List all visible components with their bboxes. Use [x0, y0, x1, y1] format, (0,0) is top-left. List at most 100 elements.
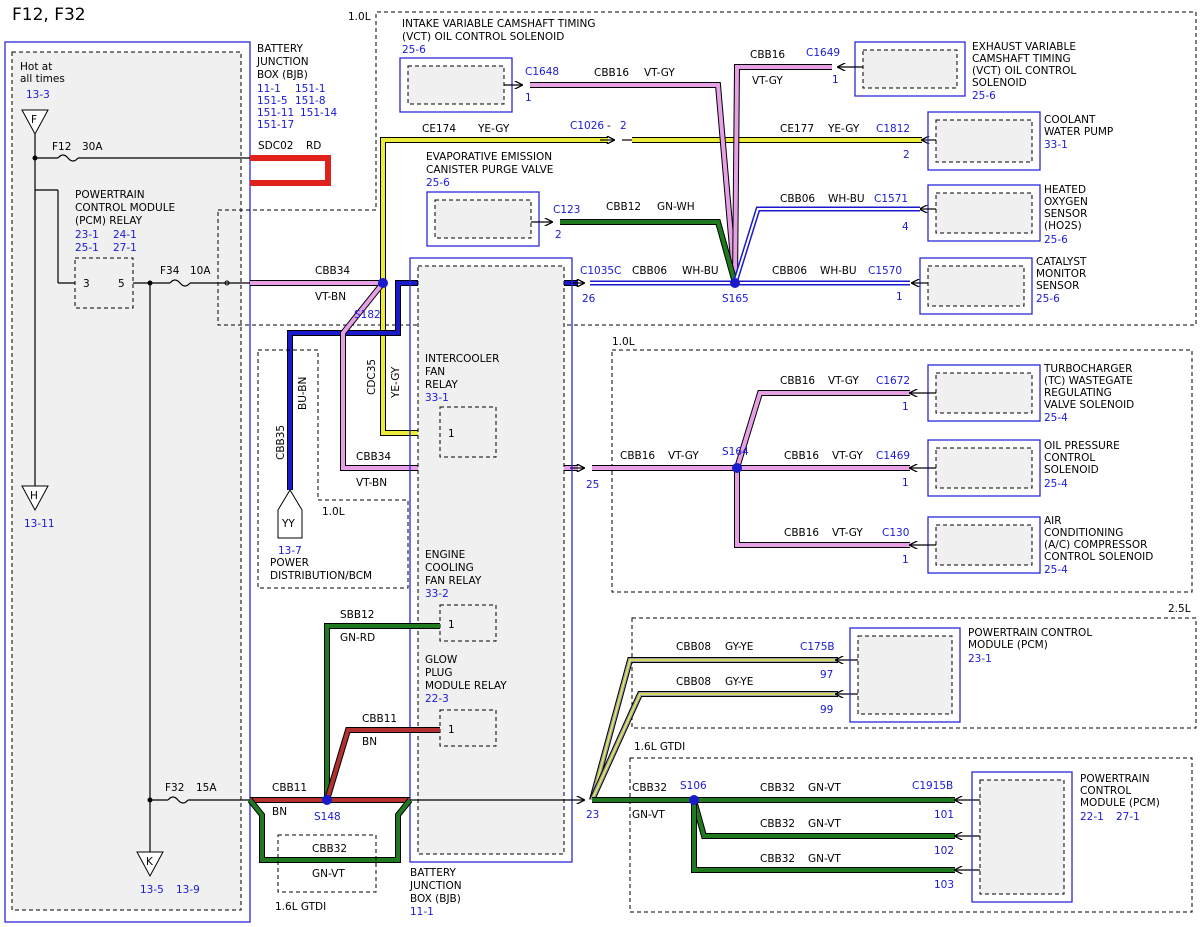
ac-l1: AIR — [1044, 515, 1062, 527]
fuse-f32-label: F32 — [165, 782, 184, 794]
intercooler-l2: FAN — [425, 366, 445, 378]
wire-cbb16b: CBB16 — [750, 49, 785, 61]
bjb-label-2: JUNCTION — [256, 56, 309, 68]
wire-cbb16c: CBB16 — [620, 450, 655, 462]
conn-c1035-p26: 26 — [582, 293, 596, 305]
wire-cbb34-label: CBB34 — [315, 265, 350, 277]
fuse-f32-symbol — [167, 796, 189, 804]
pcm-relay-l3: (PCM) RELAY — [75, 215, 143, 227]
evap-l1: EVAPORATIVE EMISSION — [426, 151, 552, 163]
bjb-label-3: BOX (BJB) — [257, 69, 308, 81]
wire-cbb08-b — [591, 693, 838, 801]
splice-s106 — [689, 795, 699, 805]
vct-exhaust-component — [862, 49, 958, 89]
splice-s164 — [732, 463, 742, 473]
conn-c1570: C1570 — [868, 265, 902, 277]
pcm-relay-ref4: 27-1 — [113, 242, 137, 254]
pcm25-component — [857, 635, 953, 715]
turbo-l1: TURBOCHARGER — [1043, 363, 1132, 375]
evap-l2: CANISTER PURGE VALVE — [426, 164, 553, 176]
wire-sdc02-rd — [250, 155, 331, 186]
wire-cbb35: CBB35 — [275, 425, 287, 460]
wire-cbb11-glow — [325, 728, 440, 801]
wire-bna: BN — [272, 806, 287, 818]
wire-cbb16d: CBB16 — [780, 375, 815, 387]
wire-vtgy-b: VT-GY — [752, 75, 783, 87]
wire-cbb32d: CBB32 — [760, 853, 795, 865]
conn-c1570-pin: 1 — [896, 291, 903, 303]
engine-2-5l: 2.5L — [1168, 603, 1191, 615]
pcm16-l3: MODULE (PCM) — [1080, 797, 1160, 809]
power-dist-ref: 13-7 — [278, 545, 302, 557]
wire-gyye-a: GY-YE — [725, 641, 753, 653]
engine-1-0l-a: 1.0L — [348, 11, 371, 23]
catalyst-l2: MONITOR — [1036, 268, 1086, 280]
oilp-ref: 25-4 — [1044, 478, 1068, 490]
ref-k1: 13-5 — [140, 884, 164, 896]
splice-s182-label: S182 — [354, 309, 381, 321]
oilp-l2: CONTROL — [1044, 452, 1095, 464]
wire-gnvt-a: GN-VT — [312, 868, 345, 880]
wire-ce174-color: YE-GY — [477, 123, 510, 135]
wire-gyye-b: GY-YE — [725, 676, 753, 688]
catalyst-frame — [919, 257, 1033, 315]
coolant-pump-frame — [927, 111, 1041, 171]
fuse-f12-label: F12 — [52, 141, 71, 153]
wire-ce174-label: CE174 — [422, 123, 456, 135]
intercooler-l1: INTERCOOLER — [425, 353, 499, 365]
conn-c175b-p97: 97 — [820, 669, 833, 681]
pcm16-component — [979, 779, 1065, 895]
splice-s182 — [378, 278, 388, 288]
engine-gtdi-a: 1.6L GTDI — [275, 901, 326, 913]
glow-l1: GLOW — [425, 654, 458, 666]
ecf-l3: FAN RELAY — [425, 575, 482, 587]
pcm16-ref1: 22-1 — [1080, 811, 1104, 823]
wire-cbb16-exhaust — [733, 65, 832, 284]
bjb-ref-4: 151-8 — [295, 95, 326, 107]
conn-c175b-p99: 99 — [820, 704, 833, 716]
fuse-f34-amp: 10A — [190, 265, 211, 277]
ho2s-l1: HEATED — [1044, 184, 1086, 196]
conn-c175b: C175B — [800, 641, 835, 653]
conn-c1035-p23: 23 — [586, 809, 599, 821]
conn-c1672-pin: 1 — [902, 401, 909, 413]
conn-c130-pin: 1 — [902, 554, 909, 566]
vct-exhaust-l1: EXHAUST VARIABLE — [972, 41, 1076, 53]
ho2s-l4: (HO2S) — [1044, 220, 1082, 232]
pcm-relay-ref1: 23-1 — [75, 229, 99, 241]
wire-cbb12-gnwh — [560, 220, 737, 284]
ho2s-l2: OXYGEN — [1044, 196, 1088, 208]
ho2s-frame — [927, 184, 1041, 242]
evap-frame — [426, 191, 540, 247]
glow-relay-box — [439, 709, 497, 747]
wire-sbb12-gnrd — [325, 624, 440, 800]
intercooler-l3: RELAY — [425, 379, 458, 391]
region-gtdi-lower-left — [277, 834, 377, 893]
ecf-ref: 33-2 — [425, 588, 449, 600]
bjb-ref-5: 151-11 — [257, 107, 294, 119]
intercooler-relay-box — [439, 406, 497, 458]
wire-bnb: BN — [362, 736, 377, 748]
wire-cbb11b: CBB11 — [362, 713, 397, 725]
conn-c1035c: C1035C — [580, 265, 621, 277]
vct-exhaust-l3: (VCT) OIL CONTROL — [972, 65, 1076, 77]
hot-label-1: Hot at — [20, 61, 52, 73]
pcm-relay-pin5: 5 — [118, 278, 125, 290]
coolant-l2: WATER PUMP — [1044, 126, 1113, 138]
vct-exhaust-l4: SOLENOID — [972, 77, 1027, 89]
wire-bubn: BU-BN — [297, 377, 309, 410]
engine-1-0l-c: 1.0L — [322, 506, 345, 518]
pcm25-frame — [849, 627, 961, 723]
conn-c1571: C1571 — [874, 193, 908, 205]
bjb-ref-6: 151-14 — [300, 107, 338, 119]
pcm25-ref: 23-1 — [968, 653, 992, 665]
wire-rd-label: RD — [306, 140, 321, 152]
vct-intake-l2: (VCT) OIL CONTROL SOLENOID — [402, 31, 564, 43]
wire-ce177-color: YE-GY — [827, 123, 860, 135]
conn-c123-pin: 2 — [555, 229, 562, 241]
conn-c1648-pin: 1 — [525, 92, 532, 104]
turbo-l3: REGULATING — [1044, 387, 1112, 399]
glow-pin: 1 — [448, 724, 455, 736]
wire-cbb08b: CBB08 — [676, 676, 711, 688]
wire-cbb11a: CBB11 — [272, 782, 307, 794]
